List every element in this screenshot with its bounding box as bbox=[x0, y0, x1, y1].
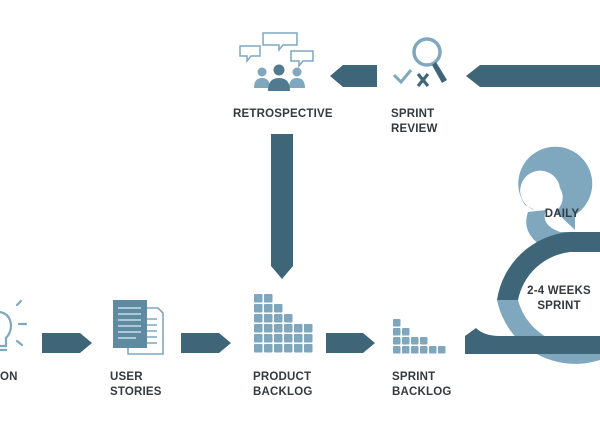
user-stories-label-line2: STORIES bbox=[110, 386, 162, 398]
sprint-blocks-icon bbox=[393, 319, 446, 354]
sprint-duration-line2: SPRINT bbox=[537, 300, 581, 312]
sprint-review-label-line2: REVIEW bbox=[391, 123, 438, 135]
sprint-loop-ring bbox=[497, 232, 600, 300]
arrow-product-to-sprint bbox=[326, 333, 375, 353]
idea-label: ON bbox=[0, 370, 18, 385]
team-chat-icon bbox=[239, 32, 314, 91]
daily-label-text: DAILY bbox=[544, 208, 580, 220]
lightbulb-icon bbox=[0, 299, 28, 352]
sprint-duration-label: 2-4 WEEKS SPRINT bbox=[520, 284, 598, 314]
arrow-review-to-retro bbox=[330, 65, 377, 87]
user-stories-label: USER STORIES bbox=[110, 370, 162, 400]
sprint-cycle bbox=[465, 146, 600, 364]
product-backlog-label: PRODUCT BACKLOG bbox=[253, 370, 313, 400]
sprint-backlog-label: SPRINT BACKLOG bbox=[392, 370, 452, 400]
daily-loop-ring bbox=[518, 146, 593, 230]
arrow-stories-to-product bbox=[181, 333, 231, 353]
retrospective-label-line1: RETROSPECTIVE bbox=[233, 108, 333, 120]
sprint-duration-line1: 2-4 WEEKS bbox=[527, 285, 591, 297]
magnifier-check-cross-icon bbox=[392, 37, 447, 88]
arrow-retro-to-product bbox=[271, 134, 293, 279]
product-backlog-label-line1: PRODUCT bbox=[253, 371, 312, 383]
sprint-backlog-label-line1: SPRINT bbox=[392, 371, 436, 383]
arrow-idea-to-stories bbox=[42, 333, 92, 353]
idea-label-line1: ON bbox=[0, 371, 18, 383]
documents-icon bbox=[113, 300, 164, 355]
sprint-review-label-line1: SPRINT bbox=[391, 108, 435, 120]
stacked-blocks-icon bbox=[254, 294, 313, 353]
sprint-review-label: SPRINT REVIEW bbox=[391, 107, 438, 137]
user-stories-label-line1: USER bbox=[110, 371, 143, 383]
sprint-backlog-label-line2: BACKLOG bbox=[392, 386, 452, 398]
retrospective-label: RETROSPECTIVE bbox=[233, 107, 333, 122]
sprint-bar bbox=[465, 328, 600, 354]
daily-label: DAILY bbox=[532, 207, 592, 222]
arrow-loop-to-review bbox=[466, 65, 600, 87]
product-backlog-label-line2: BACKLOG bbox=[253, 386, 313, 398]
